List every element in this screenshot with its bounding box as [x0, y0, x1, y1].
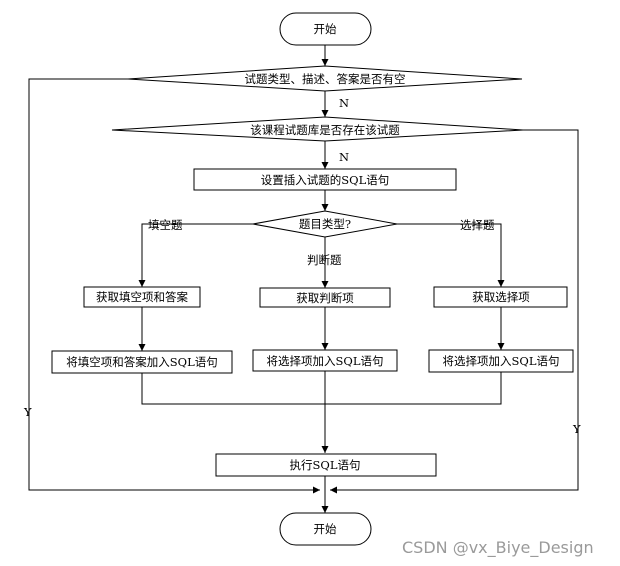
watermark: CSDN @vx_Biye_Design [402, 538, 594, 558]
add-blank-label: 将填空项和答案加入SQL语句 [66, 355, 217, 369]
add-judge-label: 将选择项加入SQL语句 [267, 354, 384, 368]
no-label-1: N [339, 96, 349, 110]
question-type-label: 题目类型? [299, 217, 351, 231]
fill-blank-edge-label: 填空题 [148, 218, 183, 232]
check-exists-decision [111, 116, 524, 142]
end-label: 开始 [314, 522, 337, 536]
execute-label: 执行SQL语句 [290, 458, 361, 472]
add-choice-process [428, 349, 574, 373]
check-empty-label: 试题类型、描述、答案是否有空 [245, 72, 406, 86]
edge-yes-left-loop [28, 78, 320, 494]
edge-type-to-choice [397, 223, 505, 287]
yes-label-left: Y [23, 405, 32, 419]
execute-process [215, 453, 437, 477]
judgement-edge-label: 判断题 [307, 253, 342, 267]
start-terminal [279, 12, 372, 46]
get-choice-label: 获取选择项 [472, 290, 530, 304]
yes-label-right: Y [572, 422, 581, 436]
set-sql-process [193, 168, 457, 191]
question-type-decision [252, 210, 398, 238]
check-exists-label: 该课程试题库是否存在该试题 [250, 123, 400, 137]
get-blank-process [83, 286, 201, 308]
start-label: 开始 [314, 22, 337, 36]
get-choice-process [433, 286, 568, 308]
add-blank-process [51, 350, 233, 374]
check-empty-decision [127, 65, 523, 92]
set-sql-label: 设置插入试题的SQL语句 [261, 173, 389, 187]
get-judge-label: 获取判断项 [296, 291, 354, 305]
add-judge-process [252, 349, 398, 372]
edge-yes-right-loop [330, 129, 579, 494]
get-blank-label: 获取填空项和答案 [96, 290, 188, 304]
add-choice-label: 将选择项加入SQL语句 [443, 354, 560, 368]
edge-merge-branches [141, 372, 502, 405]
no-label-2: N [339, 150, 349, 164]
edge-type-to-fill-blank [138, 223, 253, 287]
end-terminal [279, 512, 372, 546]
choice-edge-label: 选择题 [460, 218, 495, 232]
get-judge-process [259, 287, 391, 308]
